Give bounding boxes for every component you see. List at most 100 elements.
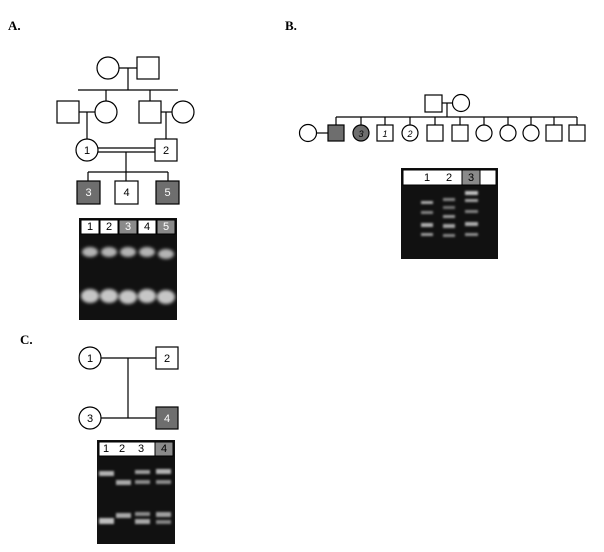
pedigree-b-father-symbol xyxy=(424,94,443,113)
pedigree-b-sibling-symbol xyxy=(475,124,493,142)
gel-b-band xyxy=(421,201,433,204)
pedigree-a-gen2-spouse-symbol xyxy=(171,100,195,124)
panel-c: C. 1 2 3 4 1 2 3 4 xyxy=(20,332,179,544)
gel-c-band xyxy=(99,471,114,476)
gel-a-band xyxy=(157,290,175,304)
gel-c-band xyxy=(156,469,171,474)
gel-c-band xyxy=(156,520,171,524)
pedigree-a-grandfather-symbol xyxy=(136,56,160,80)
pedigree-a-individual-4-label: 4 xyxy=(123,187,129,199)
gel-a-band xyxy=(81,289,99,303)
gel-a-band xyxy=(158,249,174,259)
gel-a-band xyxy=(139,247,155,257)
gel-a-lane-1-label: 1 xyxy=(87,221,93,233)
pedigree-a-individual-5-label: 5 xyxy=(164,187,170,199)
pedigree-b-individual-2-label: 2 xyxy=(406,129,412,139)
gel-a-lane-3-label: 3 xyxy=(125,221,131,233)
panel-a: A. 1 2 3 4 5 xyxy=(8,18,195,320)
gel-a-lane-5-label: 5 xyxy=(163,221,169,233)
pedigree-a-individual-3-symbol xyxy=(76,180,101,205)
pedigree-a-gen2-spouse-symbol xyxy=(56,100,80,124)
gel-b-band xyxy=(465,210,478,213)
pedigree-a-gen2-son-symbol xyxy=(138,100,162,124)
gel-c-band xyxy=(116,480,131,485)
gel-a-lane-5-header xyxy=(156,219,176,235)
pedigree-c-individual-4-label: 4 xyxy=(164,413,170,425)
gel-b-header-strip xyxy=(402,169,463,186)
gel-c-band xyxy=(135,470,150,474)
gel-c-lane-1-label: 1 xyxy=(103,443,109,455)
gel-b-band xyxy=(421,233,433,236)
gel-a-band xyxy=(101,247,117,257)
pedigree-b-individual-1-symbol xyxy=(376,124,394,142)
pedigree-a-individual-2-symbol xyxy=(154,138,178,162)
pedigree-b-individual-3-symbol xyxy=(352,124,370,142)
pedigree-a-individual-1-label: 1 xyxy=(84,145,90,157)
pedigree-c-individual-2-label: 2 xyxy=(164,353,170,365)
pedigree-b-spouse-symbol xyxy=(298,123,318,143)
gel-b-empty-header xyxy=(479,169,497,186)
gel-b-band xyxy=(443,224,455,228)
pedigree-b-affected-son-symbol xyxy=(327,124,345,142)
pedigree-b-sibling-symbol xyxy=(568,124,586,142)
gel-b-band xyxy=(443,215,455,218)
gel-b-band xyxy=(421,223,433,227)
gel-a-lane-2-label: 2 xyxy=(106,221,112,233)
gel-a-lane-3-header xyxy=(118,219,138,235)
pedigree-b-sibling-symbol xyxy=(499,124,517,142)
gel-b-lane-2-label: 2 xyxy=(446,172,452,184)
gel-c-band xyxy=(99,518,114,524)
pedigree-b-sibling-symbol xyxy=(545,124,563,142)
pedigree-a-individual-5-symbol xyxy=(155,180,180,205)
gel-a-band xyxy=(119,290,137,304)
gel-c-lane-4-header xyxy=(154,441,174,457)
pedigree-b-sibling-symbol xyxy=(522,124,540,142)
gel-c-lane-3-label: 3 xyxy=(138,443,144,455)
gel-b-band xyxy=(443,198,455,201)
gel-c-band xyxy=(135,519,150,524)
pedigree-a-individual-3-label: 3 xyxy=(85,187,91,199)
gel-b-band xyxy=(443,234,455,237)
pedigree-b-mother-symbol xyxy=(451,93,471,113)
pedigree-b-individual-2-symbol xyxy=(401,124,419,142)
gel-a-lane-2-header xyxy=(99,219,119,235)
gel-b-band xyxy=(443,206,455,209)
gel-a-band xyxy=(100,289,118,303)
gel-b-band xyxy=(465,191,478,195)
gel-b-lane-1-label: 1 xyxy=(424,172,430,184)
pedigree-b-sibling-symbol xyxy=(426,124,444,142)
pedigree-a-individual-1-symbol xyxy=(75,138,99,162)
gel-b-band xyxy=(465,222,478,226)
gel-b-band xyxy=(421,211,433,214)
pedigree-a-individual-2-label: 2 xyxy=(163,145,169,157)
gel-b-band xyxy=(465,199,478,202)
pedigree-a-grandmother-symbol xyxy=(96,56,120,80)
gel-b-band xyxy=(465,233,478,236)
gel-b-lane-3-label: 3 xyxy=(468,172,474,184)
pedigree-a-individual-4-symbol xyxy=(114,180,139,205)
pedigree-c-individual-3-label: 3 xyxy=(87,413,93,425)
pedigree-b-individual-3-label: 3 xyxy=(358,129,363,139)
gel-c-band xyxy=(156,512,171,517)
panel-b: B. 3 1 2 xyxy=(285,18,586,259)
gel-c-band xyxy=(156,480,171,484)
gel-c-lane-2-label: 2 xyxy=(119,443,125,455)
pedigree-c-individual-1-label: 1 xyxy=(87,353,93,365)
panel-c-label: C. xyxy=(20,332,33,347)
panel-a-label: A. xyxy=(8,18,21,33)
gel-c: 1 2 3 4 xyxy=(97,440,175,544)
pedigree-a-gen2-daughter-symbol xyxy=(94,100,118,124)
panel-b-label: B. xyxy=(285,18,297,33)
pedigree-b-sibling-symbol xyxy=(451,124,469,142)
gel-a: 1 2 3 4 5 xyxy=(79,218,177,320)
gel-b: 1 2 3 xyxy=(401,168,498,259)
gel-c-band xyxy=(135,480,150,484)
gel-a-band xyxy=(138,289,156,303)
pedigree-b-individual-1-label: 1 xyxy=(382,129,387,139)
gel-a-lane-4-header xyxy=(137,219,157,235)
gel-a-lane-1-header xyxy=(80,219,100,235)
gel-c-band xyxy=(116,513,131,518)
gel-c-band xyxy=(135,512,150,516)
gel-a-band xyxy=(82,247,98,257)
